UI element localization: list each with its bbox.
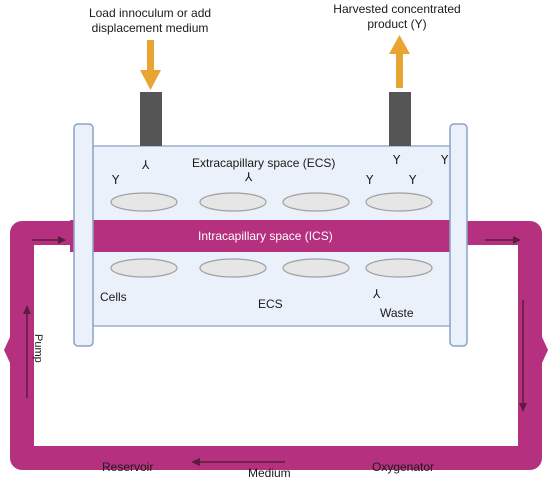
antibody-symbol: Y xyxy=(441,153,449,167)
right-end-cap xyxy=(449,123,468,347)
reservoir-label: Reservoir xyxy=(102,460,154,474)
load-arrow-shaft xyxy=(147,40,154,72)
harvest-label-line2: product (Y) xyxy=(367,17,427,31)
harvest-arrow-head xyxy=(389,35,410,54)
pump-flow-arrow-head xyxy=(23,305,31,314)
fiber xyxy=(110,192,178,212)
load-port xyxy=(140,92,162,146)
fiber xyxy=(365,258,433,278)
waste-label: Waste xyxy=(380,306,414,320)
oxygenator-label: Oxygenator xyxy=(372,460,435,474)
load-arrow-head xyxy=(140,70,161,90)
fiber xyxy=(110,258,178,278)
ecs-top-label: Extracapillary space (ECS) xyxy=(192,156,336,170)
oxygenator-side-marker xyxy=(542,337,548,363)
antibody-symbol: ⅄ xyxy=(245,170,253,184)
antibody-symbol: Y xyxy=(112,173,120,187)
ics-band xyxy=(70,220,465,252)
cells-label: Cells xyxy=(100,290,127,304)
circulation-loop xyxy=(10,221,542,470)
harvest-port xyxy=(389,92,411,146)
harvest-arrow-shaft xyxy=(396,52,403,88)
load-label-line2: displacement medium xyxy=(91,21,209,35)
harvest-label: Harvested concentrated product (Y) xyxy=(322,2,472,32)
ics-inflow-arrow-head xyxy=(58,236,66,244)
load-label-line1: Load innoculum or add xyxy=(88,6,212,20)
pump-marker xyxy=(4,337,10,363)
harvest-label-line1: Harvested concentrated xyxy=(333,2,461,16)
return-flow-arrow-head xyxy=(519,403,527,412)
left-end-cap xyxy=(73,123,94,347)
antibody-symbol: ⅄ xyxy=(373,287,381,301)
fiber xyxy=(199,258,267,278)
antibody-symbol: ⅄ xyxy=(142,158,150,172)
fiber xyxy=(365,192,433,212)
fiber xyxy=(199,192,267,212)
load-label: Load innoculum or add displacement mediu… xyxy=(80,6,220,36)
ics-label: Intracapillary space (ICS) xyxy=(198,229,333,243)
medium-flow-arrow-head xyxy=(191,458,200,466)
antibody-symbol: Y xyxy=(393,153,401,167)
ecs-bottom-label: ECS xyxy=(258,297,283,311)
fiber xyxy=(282,192,350,212)
medium-label: Medium xyxy=(248,466,291,480)
ics-outflow-arrow-head xyxy=(513,236,521,244)
antibody-symbol: Y xyxy=(409,173,417,187)
fiber xyxy=(282,258,350,278)
antibody-symbol: Y xyxy=(366,173,374,187)
pump-label: Pump xyxy=(32,334,44,363)
